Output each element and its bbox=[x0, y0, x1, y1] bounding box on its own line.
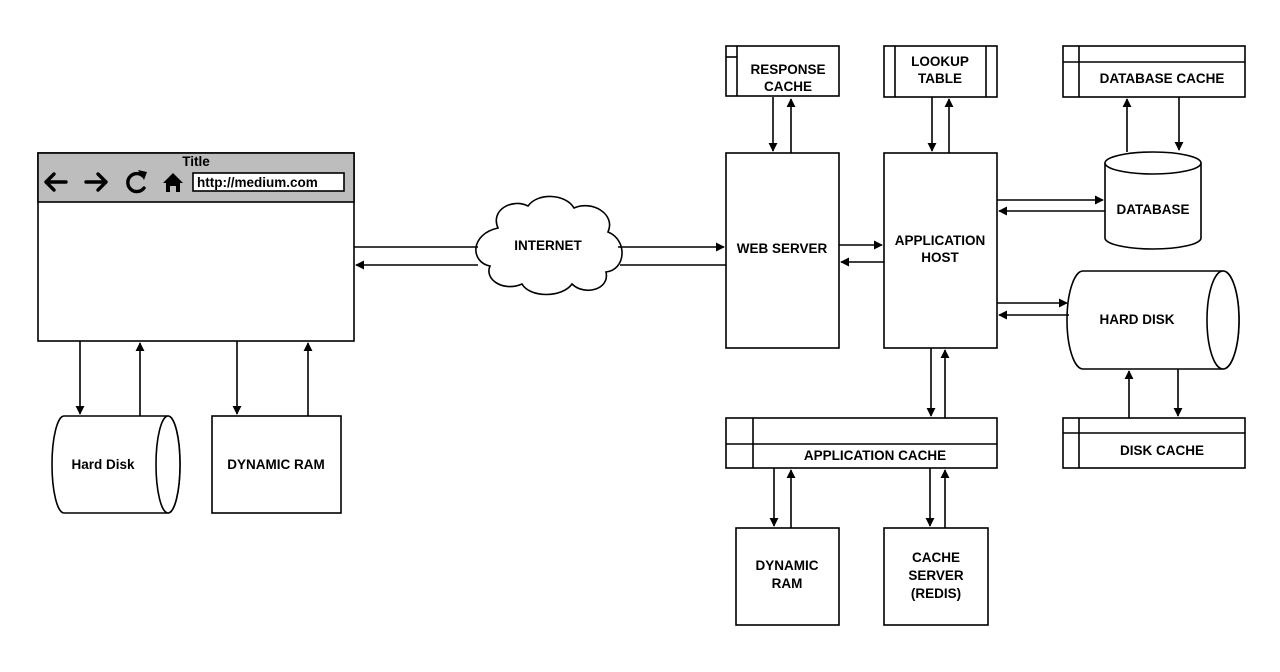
reload-icon[interactable] bbox=[126, 170, 147, 194]
cache-server-redis: CACHE SERVER (REDIS) bbox=[883, 527, 989, 626]
server-dynamic-ram-label-2: RAM bbox=[772, 576, 803, 591]
response-cache-label-1: RESPONSE bbox=[750, 62, 825, 77]
client-hard-disk: Hard Disk bbox=[51, 415, 181, 514]
client-hard-disk-label: Hard Disk bbox=[71, 457, 135, 472]
database-label: DATABASE bbox=[1117, 202, 1190, 217]
connectors bbox=[75, 97, 1184, 528]
lookup-table-label-2: TABLE bbox=[918, 71, 962, 86]
browser-window: Title http://medium.com bbox=[37, 152, 355, 342]
cache-server-label-2: SERVER bbox=[908, 568, 964, 583]
database-cache-label: DATABASE CACHE bbox=[1100, 71, 1225, 86]
server-hard-disk: HARD DISK bbox=[1066, 270, 1240, 370]
disk-cache: DISK CACHE bbox=[1062, 417, 1246, 469]
application-cache: APPLICATION CACHE bbox=[725, 417, 998, 469]
database-cache: DATABASE CACHE bbox=[1062, 45, 1246, 98]
browser-title: Title bbox=[182, 154, 210, 169]
server-dynamic-ram: DYNAMIC RAM bbox=[735, 527, 840, 626]
disk-cache-label: DISK CACHE bbox=[1120, 443, 1204, 458]
address-bar[interactable] bbox=[192, 172, 345, 192]
response-cache: RESPONSE CACHE bbox=[725, 45, 840, 97]
web-server-label: WEB SERVER bbox=[737, 241, 828, 256]
lookup-table: LOOKUP TABLE bbox=[883, 45, 998, 98]
web-server: WEB SERVER bbox=[725, 152, 840, 349]
address-bar-url[interactable]: http://medium.com bbox=[197, 175, 318, 190]
application-host-label-2: HOST bbox=[921, 250, 959, 265]
lookup-table-label-1: LOOKUP bbox=[911, 54, 969, 69]
application-host-label-1: APPLICATION bbox=[895, 233, 986, 248]
client-dynamic-ram: DYNAMIC RAM bbox=[211, 415, 342, 514]
server-hard-disk-label: HARD DISK bbox=[1099, 312, 1174, 327]
internet-cloud: INTERNET bbox=[475, 195, 623, 296]
cache-server-label-3: (REDIS) bbox=[911, 586, 961, 601]
cache-server-label-1: CACHE bbox=[912, 550, 960, 565]
application-cache-label: APPLICATION CACHE bbox=[804, 448, 946, 463]
application-host: APPLICATION HOST bbox=[883, 152, 998, 349]
internet-label: INTERNET bbox=[514, 238, 582, 253]
database-cylinder: DATABASE bbox=[1104, 151, 1202, 250]
client-dynamic-ram-label: DYNAMIC RAM bbox=[227, 457, 325, 472]
back-arrow-icon[interactable] bbox=[44, 172, 68, 192]
server-dynamic-ram-label-1: DYNAMIC bbox=[756, 558, 819, 573]
forward-arrow-icon[interactable] bbox=[84, 172, 108, 192]
response-cache-label-2: CACHE bbox=[764, 79, 812, 94]
home-icon[interactable] bbox=[163, 173, 183, 192]
